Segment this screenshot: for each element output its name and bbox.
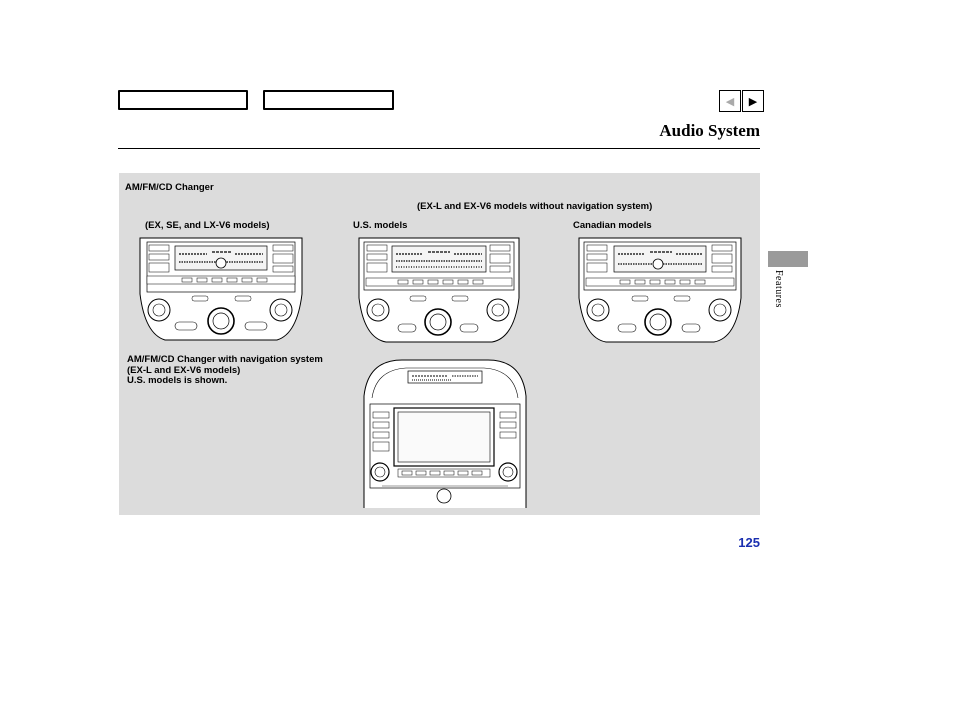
next-page-button[interactable]: ▶ [742, 90, 764, 112]
label-us: U.S. models [353, 220, 408, 231]
radio-unit-ex-se [139, 237, 303, 341]
label-nav-line2: (EX-L and EX-V6 models) [127, 365, 241, 376]
label-canadian: Canadian models [573, 220, 652, 231]
radio-unit-canadian [578, 237, 742, 343]
label-ex-se: (EX, SE, and LX-V6 models) [145, 220, 270, 231]
page-number: 125 [738, 535, 760, 550]
nav-link-box-2[interactable] [263, 90, 394, 110]
label-nav-line3: U.S. models is shown. [127, 375, 228, 386]
label-nav-line1: AM/FM/CD Changer with navigation system [127, 354, 323, 365]
radio-unit-us [358, 237, 520, 343]
triangle-right-icon: ▶ [748, 95, 758, 108]
title-rule [118, 148, 760, 149]
section-label: Features [773, 270, 784, 308]
label-changer: AM/FM/CD Changer [125, 182, 214, 193]
section-tab [768, 251, 808, 267]
nav-link-box-1[interactable] [118, 90, 248, 110]
triangle-left-icon: ◀ [725, 95, 735, 108]
radio-unit-navigation [363, 359, 527, 508]
label-without-nav: (EX-L and EX-V6 models without navigatio… [417, 201, 653, 212]
page-title: Audio System [659, 121, 760, 140]
prev-page-button[interactable]: ◀ [719, 90, 741, 112]
